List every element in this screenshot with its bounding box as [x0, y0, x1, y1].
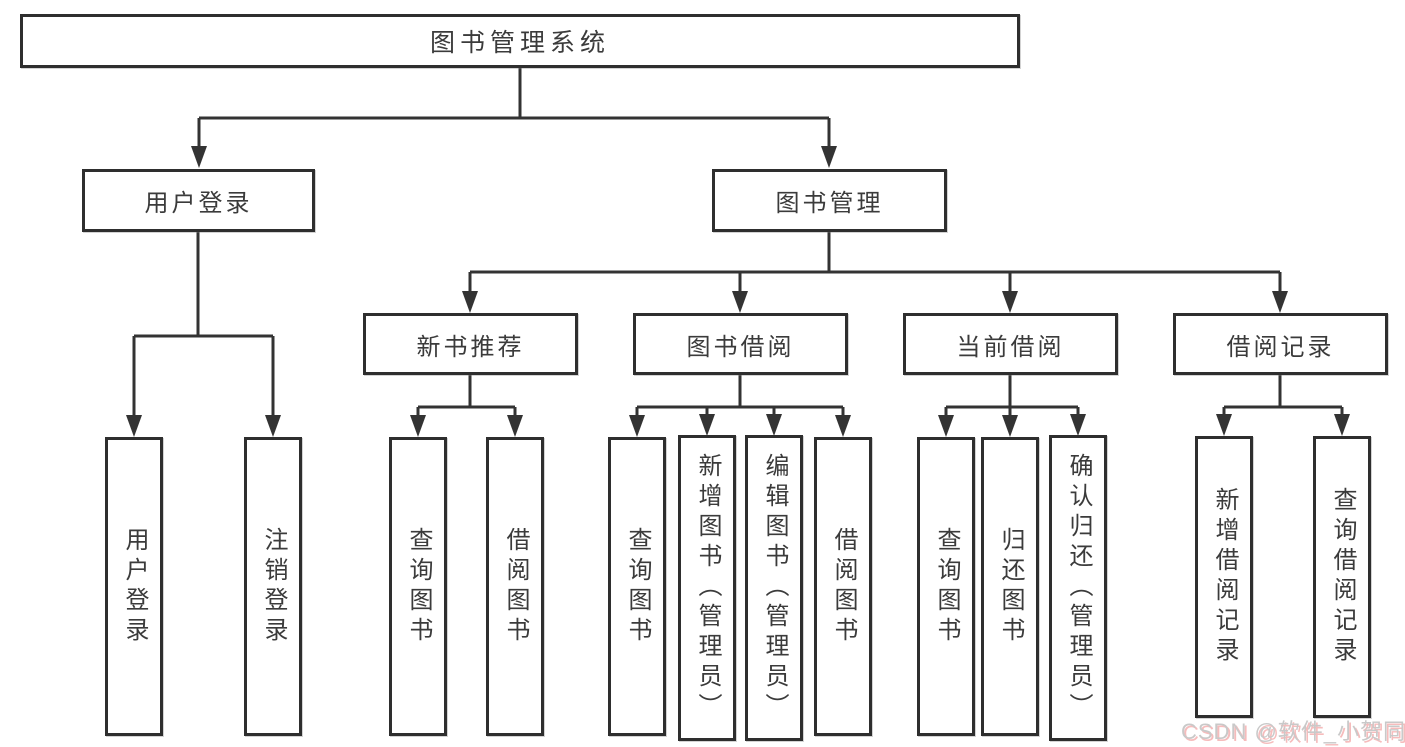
connector-root-to-level2: [191, 68, 837, 168]
connector-new-book-children: [410, 375, 523, 437]
connector-borrow-records-children: [1216, 375, 1350, 436]
leaf-borrow-books-recommend: 借阅图书: [486, 437, 544, 736]
node-root: 图书管理系统: [20, 14, 1020, 68]
leaf-edit-books-admin: 编辑图书（管理员）: [745, 435, 803, 741]
node-current-borrow: 当前借阅: [903, 313, 1118, 375]
node-borrow-records: 借阅记录: [1173, 313, 1388, 375]
leaf-add-borrow-record: 新增借阅记录: [1195, 436, 1253, 718]
leaf-query-books-recommend: 查询图书: [389, 437, 447, 736]
connector-user-login-children: [126, 232, 281, 437]
connector-book-borrow-children: [629, 375, 851, 437]
leaf-query-books-current: 查询图书: [917, 437, 975, 736]
leaf-logout: 注销登录: [244, 437, 302, 736]
leaf-confirm-return-admin: 确认归还（管理员）: [1049, 435, 1107, 741]
node-book-management: 图书管理: [712, 169, 947, 232]
node-new-book-recommend: 新书推荐: [363, 313, 578, 375]
connector-book-management-sections: [462, 232, 1288, 313]
leaf-add-books-admin: 新增图书（管理员）: [678, 435, 736, 741]
connector-current-borrow-children: [938, 375, 1086, 437]
csdn-watermark: CSDN @软件_小贺同学: [1181, 719, 1405, 744]
leaf-query-borrow-record: 查询借阅记录: [1313, 436, 1371, 718]
leaf-return-books: 归还图书: [981, 437, 1039, 736]
leaf-user-login: 用户登录: [105, 437, 163, 736]
node-book-borrow: 图书借阅: [633, 313, 848, 375]
leaf-borrow-books: 借阅图书: [814, 437, 872, 736]
leaf-query-books-borrow: 查询图书: [608, 437, 666, 736]
node-user-login: 用户登录: [82, 169, 315, 232]
